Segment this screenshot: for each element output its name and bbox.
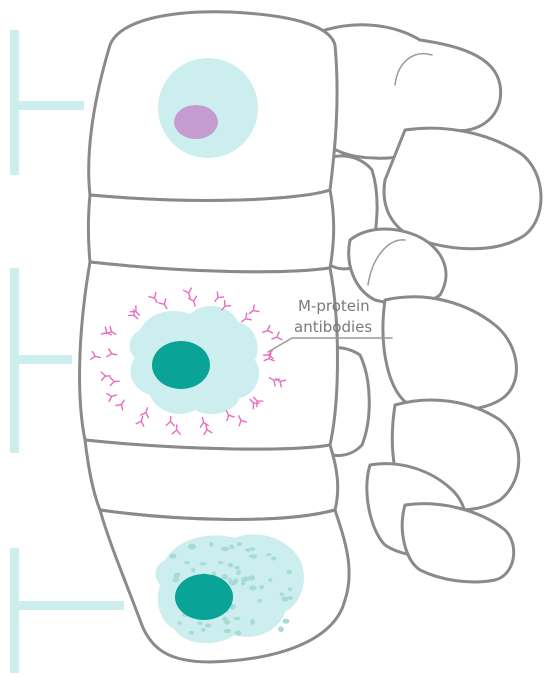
granule-dot [200, 562, 207, 565]
granule-dot [228, 563, 234, 568]
stage-bracket-middle [10, 268, 72, 453]
granule-dot [287, 570, 293, 574]
granule-dot [229, 580, 237, 585]
granule-dot [188, 631, 194, 635]
annotation-line1: M-protein [298, 297, 370, 315]
annotation-line2: antibodies [294, 318, 372, 336]
granule-dot [237, 542, 242, 546]
granule-dot [280, 593, 284, 596]
granule-dot [184, 561, 190, 564]
granule-dot [197, 621, 203, 625]
granule-dot [245, 548, 251, 551]
granule-dot [249, 585, 257, 590]
granule-dot [201, 628, 205, 632]
granule-dot [288, 596, 293, 600]
disc-bottom [85, 440, 338, 519]
granule-dot [222, 574, 228, 580]
granule-dot [241, 580, 245, 586]
granule-dot [278, 626, 284, 632]
granule-dot [234, 566, 239, 570]
granule-dot [257, 599, 262, 603]
granule-dot [248, 575, 255, 580]
granule-dot [267, 553, 272, 556]
granule-dot [177, 622, 181, 625]
cell-nucleus [152, 341, 210, 389]
cell-nucleus [175, 574, 233, 620]
granule-dot [288, 587, 292, 591]
granule-dot [281, 596, 288, 601]
granule-dot [174, 573, 180, 579]
granule-dot [224, 629, 232, 633]
granule-dot [236, 570, 241, 575]
granule-dot [218, 561, 224, 564]
granule-dot [221, 547, 229, 552]
granule-dot [282, 619, 289, 624]
granule-dot [224, 620, 230, 624]
granule-dot [268, 578, 272, 582]
stage-bracket-bottom [10, 548, 124, 673]
granule-dot [249, 554, 256, 558]
granule-dot [189, 544, 193, 547]
granule-dot [235, 630, 242, 635]
cell-nucleus [174, 105, 218, 139]
granule-dot [191, 568, 195, 573]
granule-dot [271, 556, 276, 560]
granule-dot [229, 545, 234, 549]
normal-plasma-cell [158, 58, 258, 158]
granule-dot [170, 554, 177, 559]
granule-dot [250, 619, 255, 624]
granule-dot [259, 585, 264, 590]
infiltrated-cell-cluster [155, 534, 304, 643]
granule-dot [233, 617, 240, 620]
stage-bracket-top [10, 30, 84, 175]
granule-dot [209, 542, 213, 547]
disc-top [89, 190, 334, 272]
granule-dot [205, 623, 211, 627]
